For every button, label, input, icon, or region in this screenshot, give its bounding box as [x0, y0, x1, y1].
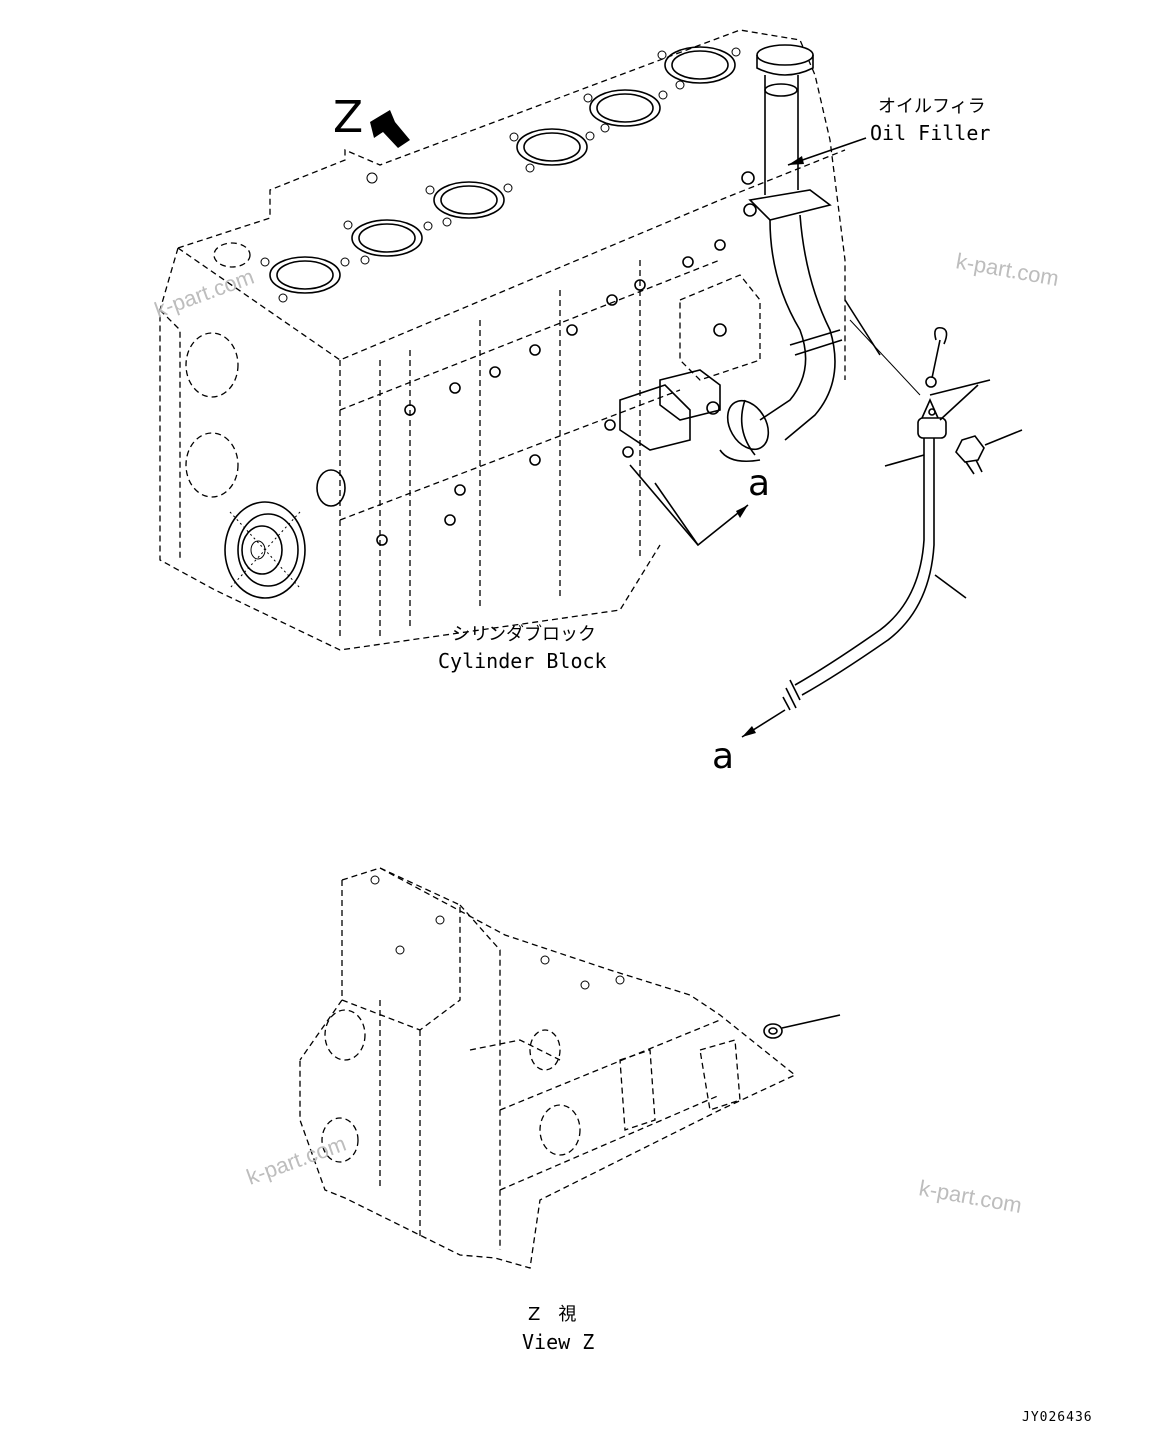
- timing-gear: [224, 501, 306, 599]
- watermark: k-part.com: [151, 264, 257, 323]
- oil-filler-label-ja: オイルフィラ: [878, 96, 986, 117]
- view-z-arrow-icon: [370, 110, 410, 148]
- connection-mark-upper: a: [748, 463, 770, 504]
- oil-filler-assembly: [719, 44, 867, 463]
- oil-filler-label-en: Oil Filler: [870, 121, 990, 145]
- cylinder-block-label-ja: シリンダブロック: [452, 623, 596, 645]
- drawing-code: JY026436: [1022, 1410, 1093, 1425]
- view-z-label-en: View Z: [522, 1330, 594, 1354]
- connection-mark-lower: a: [712, 736, 734, 777]
- plug-icon: [763, 1023, 783, 1039]
- cylinder-block-label-en: Cylinder Block: [438, 649, 607, 673]
- cylinder-block-drawing: [159, 29, 846, 651]
- dipstick-assembly: [629, 299, 1023, 738]
- view-z-label-ja: Z 視: [528, 1304, 576, 1325]
- view-z-drawing: [299, 867, 841, 1269]
- watermark: k-part.com: [243, 1131, 349, 1190]
- view-marker-z: Z: [333, 92, 363, 143]
- watermark: k-part.com: [954, 248, 1061, 291]
- watermark: k-part.com: [917, 1175, 1024, 1218]
- bolt-icon: [955, 435, 985, 475]
